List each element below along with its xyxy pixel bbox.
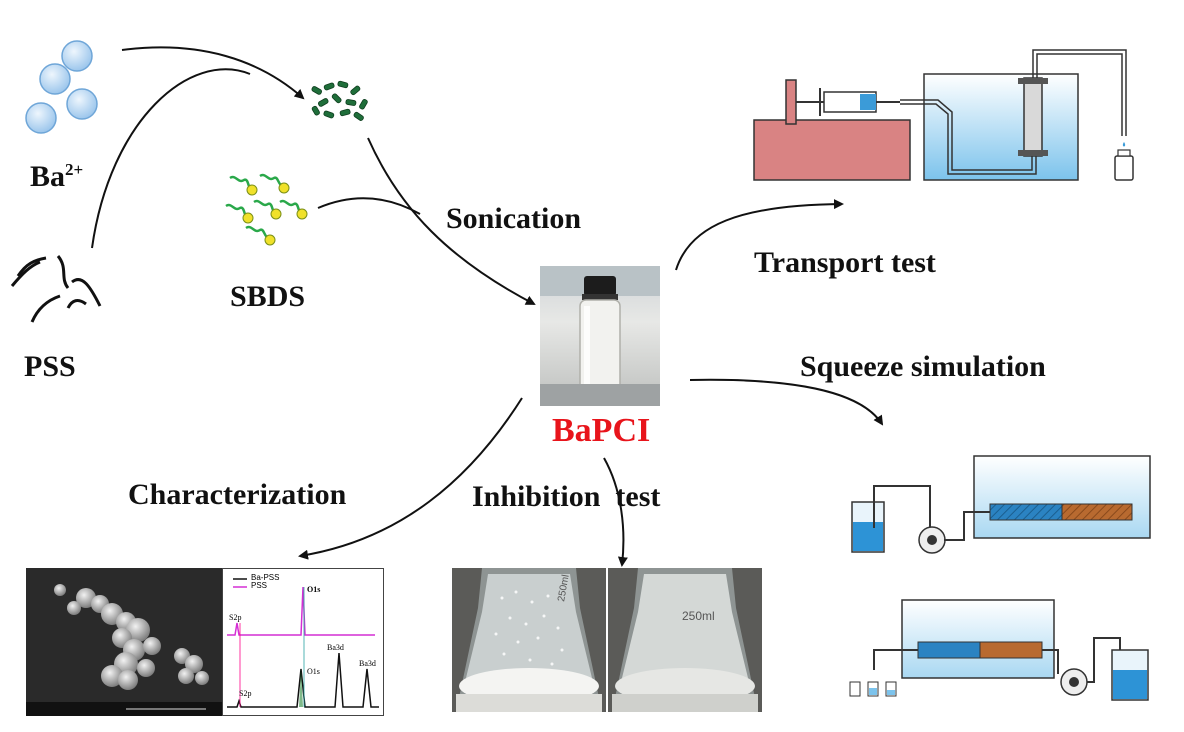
- xps-peak-o1s-bottom: O1s: [307, 667, 320, 676]
- arrow-to-inhibition: [603, 457, 628, 567]
- particle-cluster-icon: [311, 80, 368, 121]
- xps-spectrum-panel: Ba-PSS PSS S2p O1s S2p O1s Ba3d Ba3d: [222, 568, 384, 716]
- squeeze-production-setup-icon: [849, 599, 1149, 701]
- flask-right-icon: 250ml: [612, 568, 758, 712]
- arrow-sbds-merge: [317, 197, 421, 215]
- sonication-label: Sonication: [446, 202, 582, 235]
- barium-ions-icon: [25, 40, 98, 134]
- sbds-surfactant-icon: [225, 173, 308, 246]
- transport-test-label: Transport test: [754, 246, 936, 279]
- arrow-particles-to-vial: [367, 137, 536, 305]
- squeeze-injection-setup-icon: [851, 455, 1151, 554]
- squeeze-simulation-label: Squeeze simulation: [800, 350, 1046, 383]
- flask-left-icon: 250ml: [456, 568, 602, 712]
- bapci-label: BaPCI: [552, 412, 651, 449]
- xps-peak-s2p-bottom: S2p: [239, 689, 252, 698]
- xps-peak-o1s-top: O1s: [307, 585, 321, 594]
- pss-polymer-icon: [10, 255, 102, 323]
- xps-peak-ba3d-a: Ba3d: [327, 643, 344, 652]
- sem-particles-icon: [26, 584, 222, 716]
- vial-icon: [540, 266, 660, 406]
- sbds-label: SBDS: [230, 280, 306, 313]
- bapci-vial-photo: [540, 266, 660, 406]
- inhibition-test-label: Inhibition test: [472, 480, 661, 513]
- xps-peak-s2p-top: S2p: [229, 613, 242, 622]
- arrow-pss-to-particles: [91, 68, 251, 249]
- arrow-ba-to-particles: [121, 46, 305, 100]
- arrow-to-squeeze: [689, 378, 884, 426]
- transport-setup-icon: [753, 49, 1134, 181]
- sem-image: [26, 568, 222, 716]
- xps-legend-b: PSS: [251, 581, 268, 590]
- characterization-label: Characterization: [128, 478, 347, 511]
- arrow-to-characterization: [298, 397, 523, 560]
- pss-label: PSS: [24, 350, 76, 383]
- flask-photo-left: 250ml: [452, 568, 606, 712]
- arrow-to-transport: [675, 199, 844, 271]
- xps-legend-a: Ba-PSS: [251, 573, 280, 582]
- xps-spectrum-chart: [227, 578, 379, 708]
- flask-left-volume: 250ml: [556, 574, 572, 603]
- flask-photo-right: 250ml: [608, 568, 762, 712]
- barium-label: Ba2+: [30, 160, 84, 193]
- xps-peak-ba3d-b: Ba3d: [359, 659, 376, 668]
- flask-right-volume: 250ml: [682, 609, 715, 623]
